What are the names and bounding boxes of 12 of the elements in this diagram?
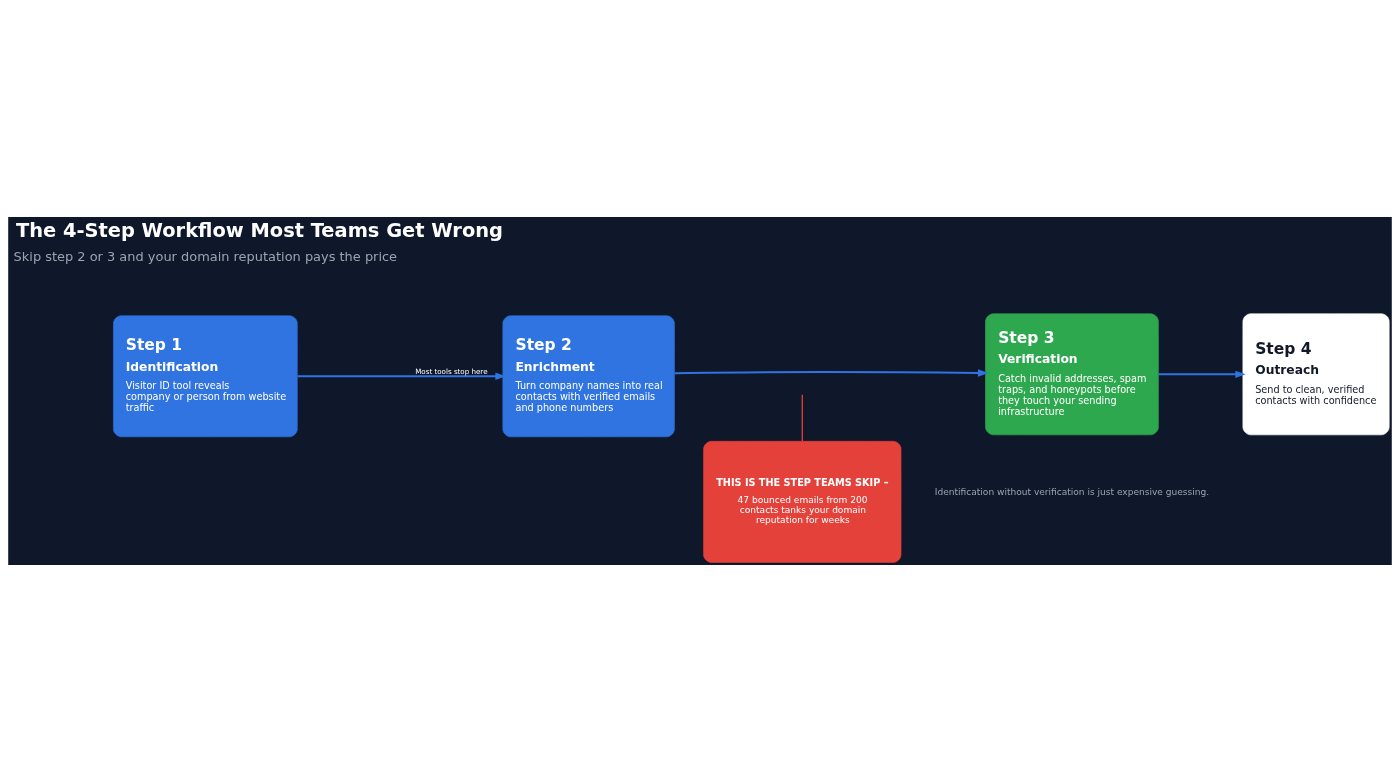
- node-box: Step 1 Identification Visitor ID tool reveals company or person from website traffic: [113, 314, 298, 437]
- arrow: [1157, 370, 1246, 378]
- label: Skip step 2 or 3 and your domain reputation pays the price: [13, 248, 398, 264]
- caption: Identification without verification is just expensive guessing.: [934, 486, 1210, 497]
- node-box: Step 4 Outreach Send to clean, verified contacts with confidence: [1242, 312, 1390, 435]
- node-box: THIS IS THE STEP TEAMS SKIP – 47 bounced emails from 200 contacts tanks your domain reputation for weeks: [703, 440, 902, 563]
- node-box: Step 3 Verification Catch invalid addresses, spam traps, and honeypots before they touch your sending infrastructure: [985, 312, 1159, 435]
- node-box: Step 2 Enrichment Turn company names into real contacts with verified emails and phone numbers: [502, 314, 675, 437]
- arrow: [296, 372, 506, 380]
- arrow: [673, 368, 989, 377]
- connector: [801, 393, 803, 442]
- diagram-title: The 4-Step Workflow Most Teams Get Wrong: [15, 218, 503, 242]
